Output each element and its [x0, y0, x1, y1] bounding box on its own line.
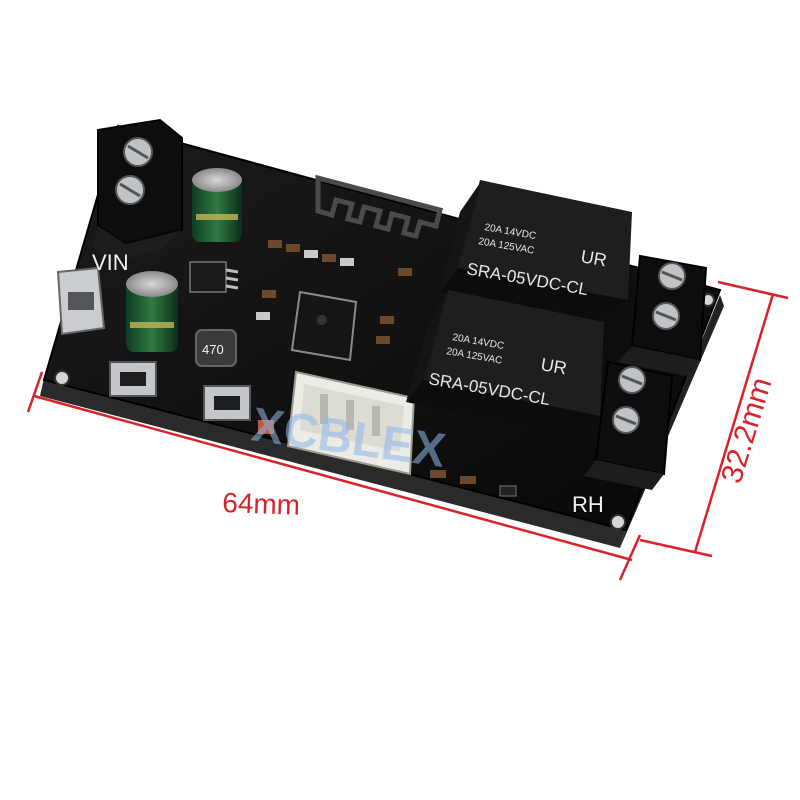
terminal-block-output-2: [584, 360, 674, 490]
regulator-ic: [189, 261, 239, 293]
length-dimension: 64mm: [26, 371, 642, 581]
push-button: [109, 361, 157, 397]
mount-hole: [54, 370, 70, 386]
relay-2: 20A 14VDC 20A 125VAC SRA-05VDC-CL UR: [406, 290, 604, 436]
mount-hole: [610, 514, 626, 530]
micro-usb-port: [56, 266, 106, 336]
silk-vin: VIN: [92, 250, 129, 275]
length-label: 64mm: [222, 487, 301, 521]
terminal-block-input: [92, 118, 183, 262]
inductor: 470: [195, 329, 237, 367]
relay-1-ul-mark: UR: [579, 246, 608, 270]
width-label: 32.2mm: [715, 374, 778, 487]
silk-rh: RH: [572, 492, 604, 517]
terminal-block-output-1: [618, 254, 708, 376]
pcb-antenna: [315, 174, 444, 240]
relay-1: 20A 14VDC 20A 125VAC SRA-05VDC-CL UR: [440, 180, 632, 322]
capacitor: [192, 168, 242, 242]
smd-components: [256, 240, 517, 497]
push-button: [203, 385, 251, 421]
microcontroller-chip: [290, 290, 358, 362]
jst-connector: [286, 370, 416, 476]
inductor-marking: 470: [202, 342, 224, 357]
relay-2-ul-mark: UR: [539, 354, 568, 378]
capacitor: [126, 271, 178, 352]
